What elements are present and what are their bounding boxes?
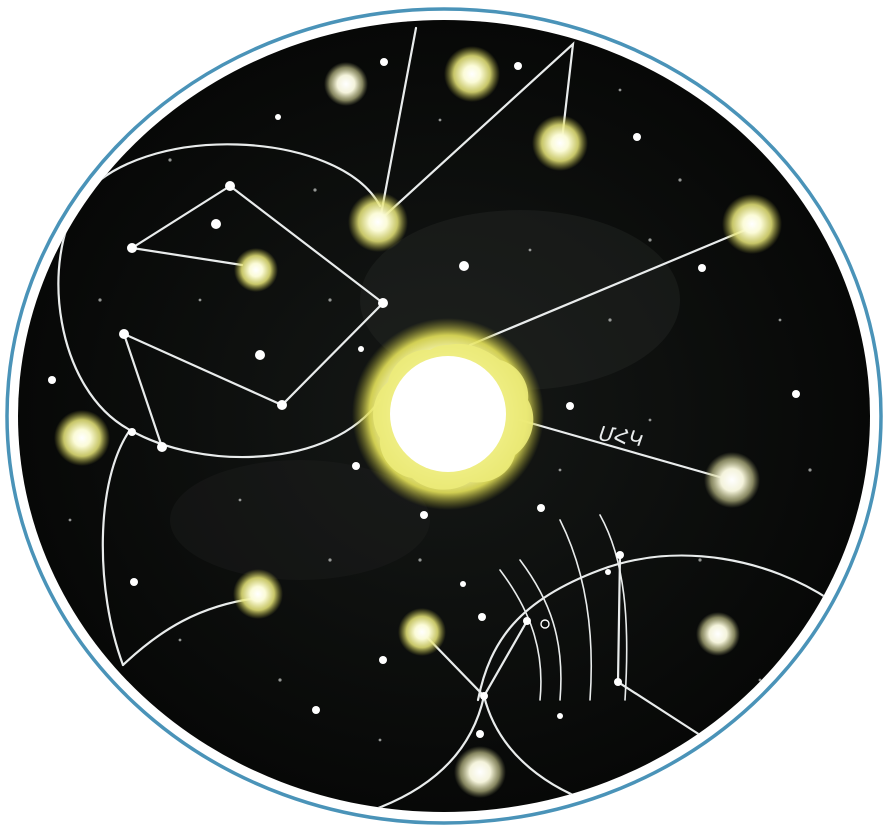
star-dot — [459, 261, 469, 271]
bright-star — [324, 62, 368, 106]
star-dot — [211, 219, 221, 229]
star-dot — [157, 442, 167, 452]
bright-star — [532, 115, 588, 171]
star-dot — [312, 706, 320, 714]
star-dot — [633, 133, 641, 141]
star-dot — [616, 551, 624, 559]
star-dot — [523, 617, 531, 625]
star-dot — [128, 428, 136, 436]
star-dot — [130, 578, 138, 586]
star-dot — [119, 329, 129, 339]
bright-star — [398, 608, 446, 656]
star-dot — [476, 730, 484, 738]
star-dot — [514, 62, 522, 70]
star-dot — [379, 656, 387, 664]
star-dot — [127, 243, 137, 253]
star-dot — [698, 264, 706, 272]
star-dot — [380, 58, 388, 66]
star-dot — [352, 462, 360, 470]
star-dot — [566, 402, 574, 410]
star-dot — [478, 613, 486, 621]
star-dot — [557, 713, 563, 719]
bright-star — [454, 746, 506, 798]
bright-star — [444, 46, 500, 102]
bright-star — [704, 452, 760, 508]
star-dot — [605, 569, 611, 575]
star-dot — [277, 400, 287, 410]
star-dot — [460, 581, 466, 587]
central-bright-star — [352, 318, 544, 510]
star-dot — [255, 350, 265, 360]
bright-star — [696, 612, 740, 656]
star-dot — [275, 114, 281, 120]
star-dot — [480, 692, 488, 700]
star-dot — [358, 346, 364, 352]
star-dot — [225, 181, 235, 191]
bright-star — [348, 192, 408, 252]
star-dot — [48, 376, 56, 384]
central-star-core — [390, 356, 506, 472]
star-dot — [420, 511, 428, 519]
star-dot — [792, 390, 800, 398]
bright-star — [234, 248, 278, 292]
bright-star — [54, 410, 110, 466]
star-dot — [537, 504, 545, 512]
bright-star — [233, 569, 283, 619]
star-dot — [614, 678, 622, 686]
star-dot — [378, 298, 388, 308]
bright-star — [722, 194, 782, 254]
